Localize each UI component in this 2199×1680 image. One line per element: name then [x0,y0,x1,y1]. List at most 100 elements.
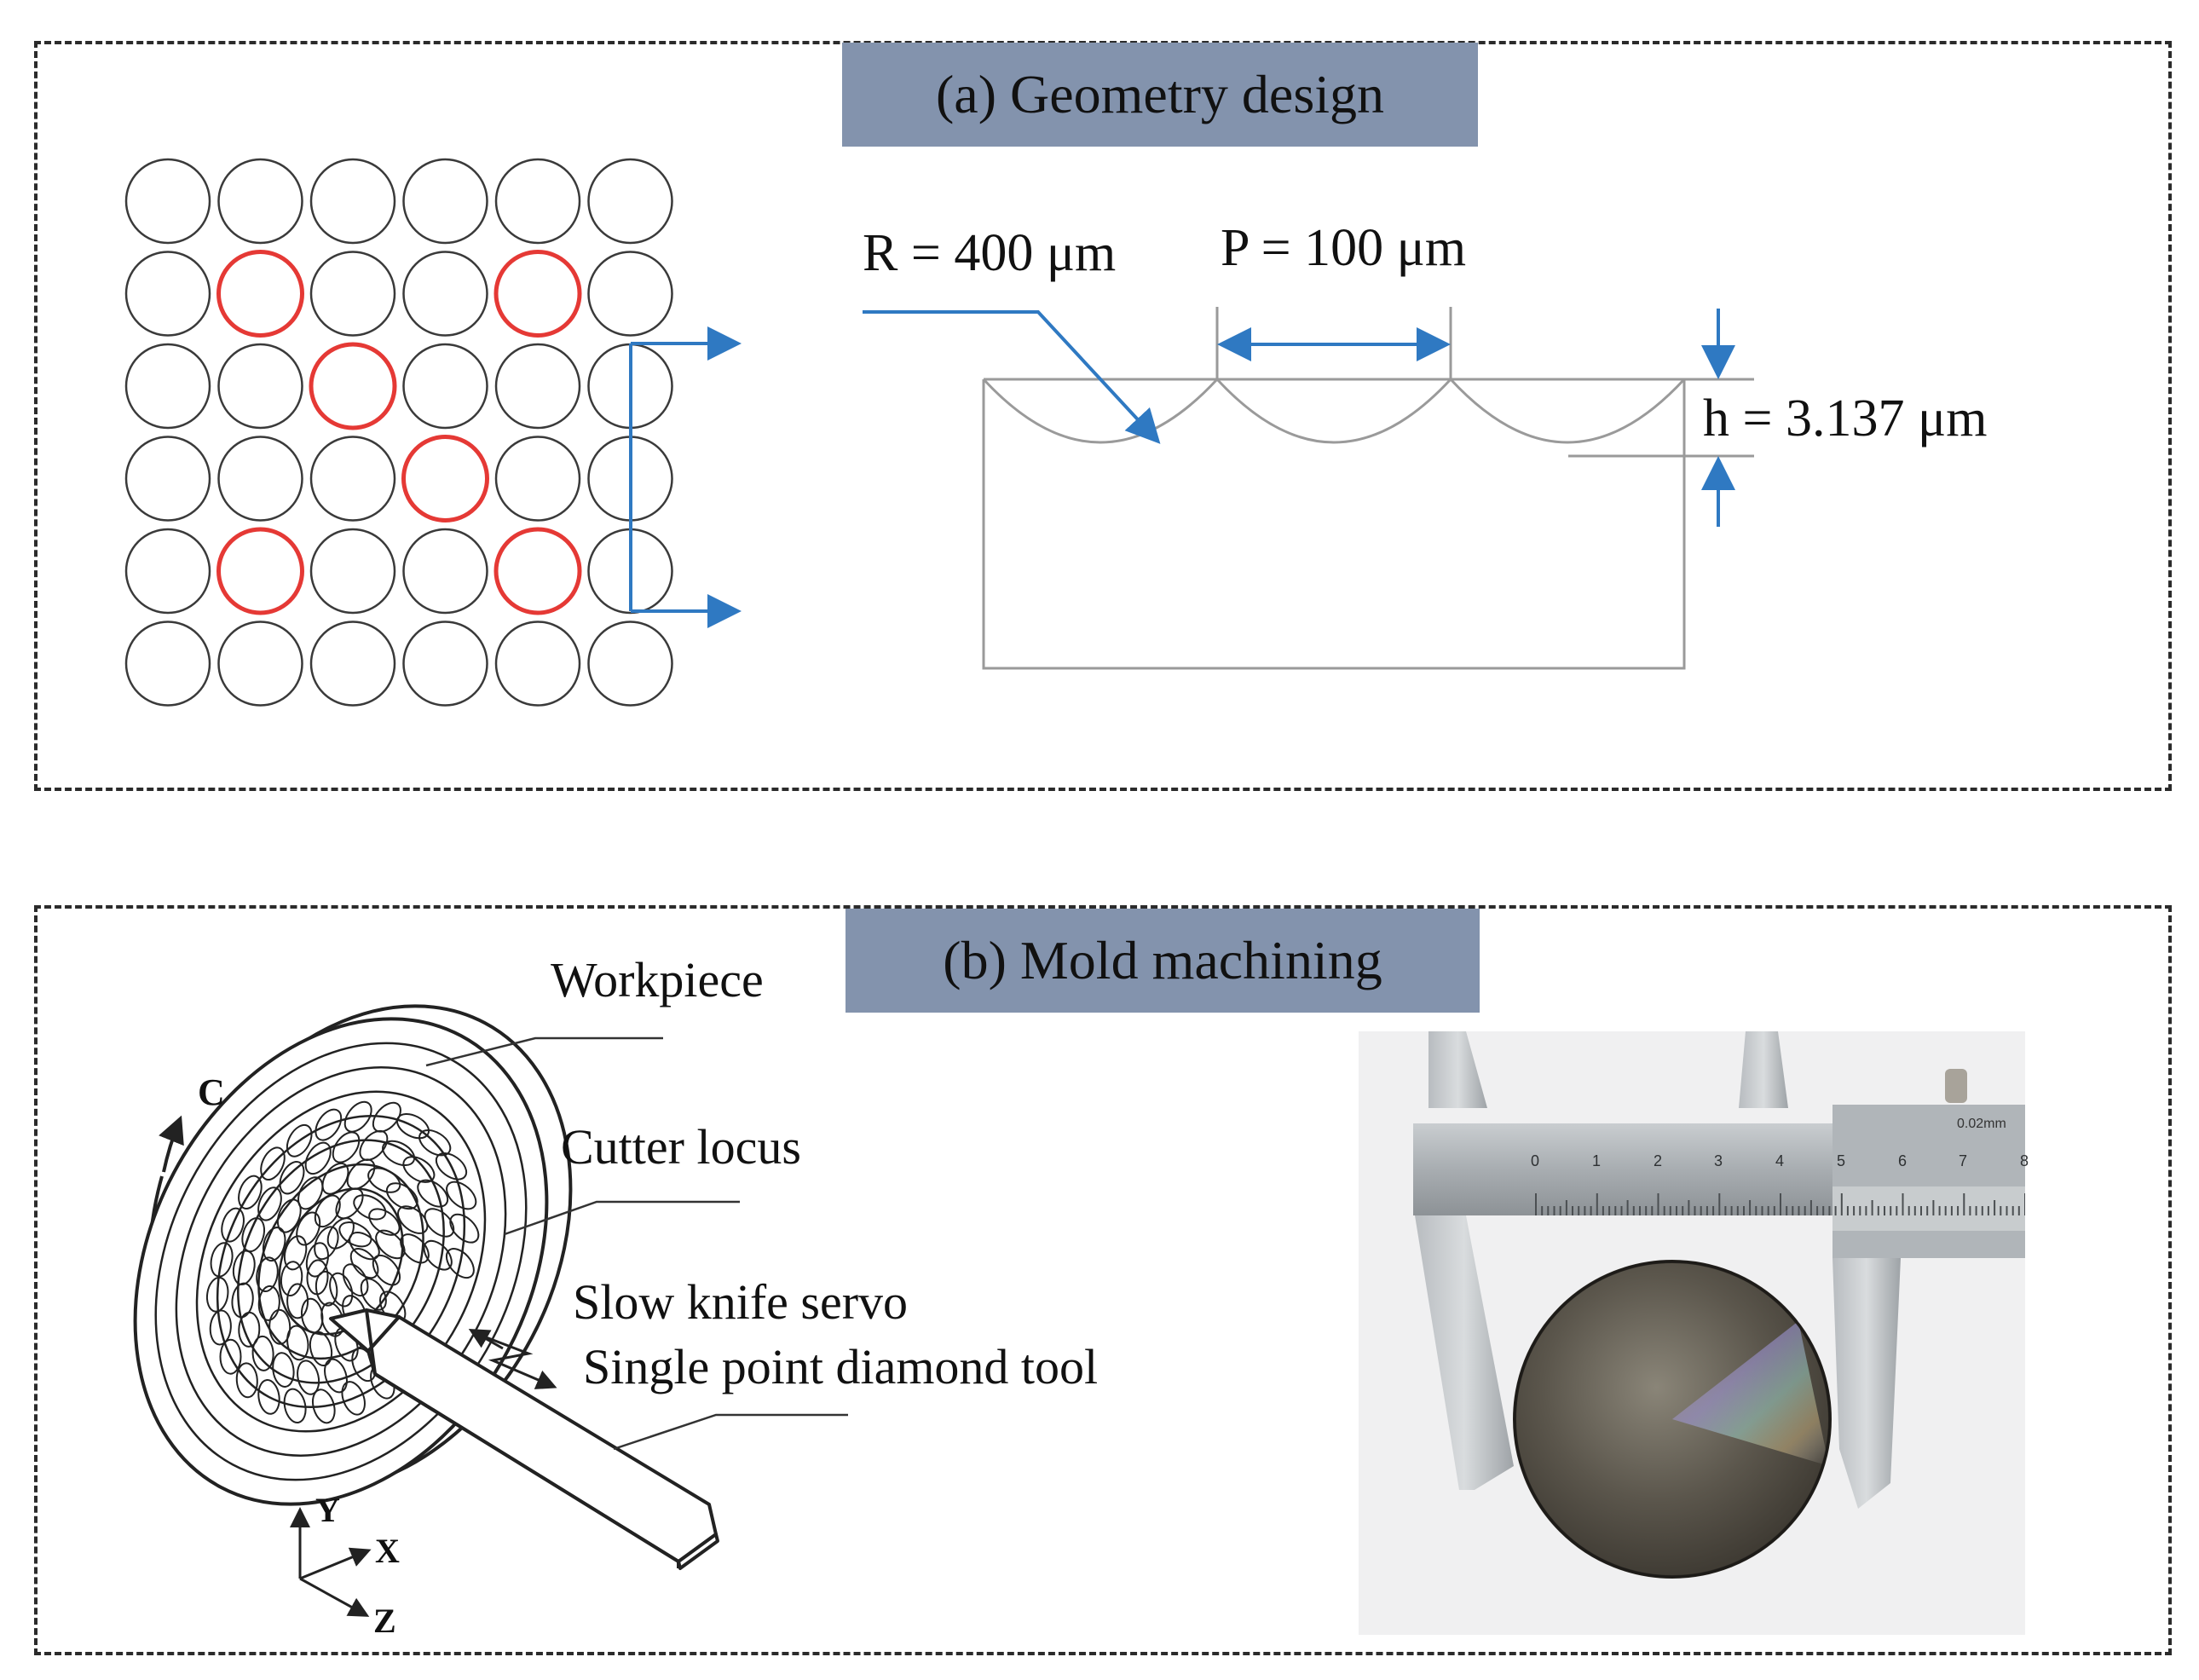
workpiece-lens [385,1182,418,1210]
workpiece-lens [435,1152,468,1181]
scale-number: 4 [1775,1152,1785,1169]
workpiece-lens [417,1179,449,1208]
axis-y-label: Y [315,1491,340,1529]
lens-circle [587,158,673,245]
workpiece-lens [397,1205,429,1234]
lens-circle [402,528,488,615]
scale-number: 0 [1531,1152,1540,1169]
scale-number: 7 [1959,1152,1968,1169]
lens-circle [587,251,673,337]
axis-x-label: X [375,1532,400,1570]
scale-number: 1 [1592,1152,1602,1169]
workpiece-lens [372,1101,401,1133]
lens-circle [124,621,211,707]
workpiece-lens [210,1242,234,1278]
lens-circle [124,251,211,337]
caliper-upper-jaw-left [1428,1031,1487,1108]
lens-circle [124,158,211,245]
lens-circle [217,158,303,245]
workpiece-lens [297,1176,324,1210]
radius-leader-arrow [863,310,1161,444]
caliper-slider [1832,1105,2025,1258]
workpiece-lens [304,1141,332,1175]
workpiece-lens [209,1309,232,1346]
workpiece-lens [306,1259,329,1296]
workpiece-lens [332,1131,361,1163]
workpiece-lens [205,1276,229,1313]
lens-circle [494,343,581,430]
lens-circle [402,343,488,430]
workpiece-lens [424,1208,455,1238]
workpiece-lens [375,1229,406,1260]
cutter-locus-ring [195,1090,487,1433]
workpiece-lens [349,1247,379,1279]
axis-triad [290,1507,372,1617]
workpiece-lens [257,1379,280,1415]
cutter-locus-ring [278,1187,404,1336]
microlens-array-grid [124,158,673,707]
axis-z-label: Z [373,1602,396,1640]
caliper-resolution-marking: 0.02mm [1957,1117,2006,1131]
lens-circle [124,528,211,615]
workpiece-lens [335,1187,364,1220]
cutter-locus-ring [237,1139,445,1384]
machining-schematic [133,1004,848,1617]
workpiece-lens [382,1140,416,1167]
axis-c-label: C [198,1071,225,1113]
workpiece-lens [283,1388,307,1424]
workpiece-lens [283,1235,308,1271]
lens-circle [494,436,581,522]
caliper-lower-jaw-left [1415,1215,1514,1490]
radius-label: R = 400 μm [863,224,1117,282]
tool-leader [613,1413,848,1451]
workpiece-lens [279,1161,305,1195]
workpiece-lens [368,1208,401,1236]
workpiece-lens [251,1335,274,1371]
workpiece-lens [221,1207,245,1243]
workpiece-disc-front [133,1017,549,1506]
workpiece-lens [342,1263,369,1297]
lens-circle [587,621,673,707]
workpiece-lens [324,1358,348,1394]
panel-b-title: (b) Mold machining [846,909,1480,1013]
lens-circle [309,251,396,337]
workpiece-lens [326,1217,355,1250]
workpiece-lens [445,1248,475,1279]
workpiece-lens [286,1325,309,1361]
profile-cross-section [982,307,1754,670]
workpiece-lens [219,1338,242,1375]
cutter-locus-label: Cutter locus [561,1119,801,1175]
workpiece-lens [314,1226,339,1261]
scale-number: 8 [2020,1152,2029,1169]
lens-profile-2 [1215,378,1452,444]
workpiece-lens [257,1186,282,1221]
workpiece-lens [341,1381,366,1416]
workpiece-lens [418,1129,452,1157]
lens-profile-3 [1449,378,1686,444]
highlighted-lens-circle [401,435,489,522]
lens-circle [124,343,211,430]
lens-circle [309,621,396,707]
highlighted-lens-circle [493,250,582,338]
workpiece-lens [241,1217,266,1253]
lens-circle [217,436,303,522]
diamond-tool [329,1308,719,1570]
workpiece-lens [423,1239,453,1271]
lens-circle [217,343,303,430]
workpiece-lens [372,1254,401,1286]
lens-circle [402,158,488,245]
workpiece-lens [315,1270,338,1307]
scale-number: 3 [1714,1152,1723,1169]
servo-motion-arrow [476,1332,557,1389]
lens-circle [494,158,581,245]
height-label: h = 3.137 μm [1703,390,1988,447]
cutter-locus-ring [216,1114,466,1409]
workpiece-lens [286,1123,313,1158]
workpiece-lens [286,1283,309,1319]
workpiece-lens [367,1167,401,1193]
workpiece-lens [449,1213,480,1244]
highlighted-lens-circle [216,527,304,615]
panel-a-title: (a) Geometry design [842,43,1478,147]
cutter-locus-leader [504,1200,740,1236]
